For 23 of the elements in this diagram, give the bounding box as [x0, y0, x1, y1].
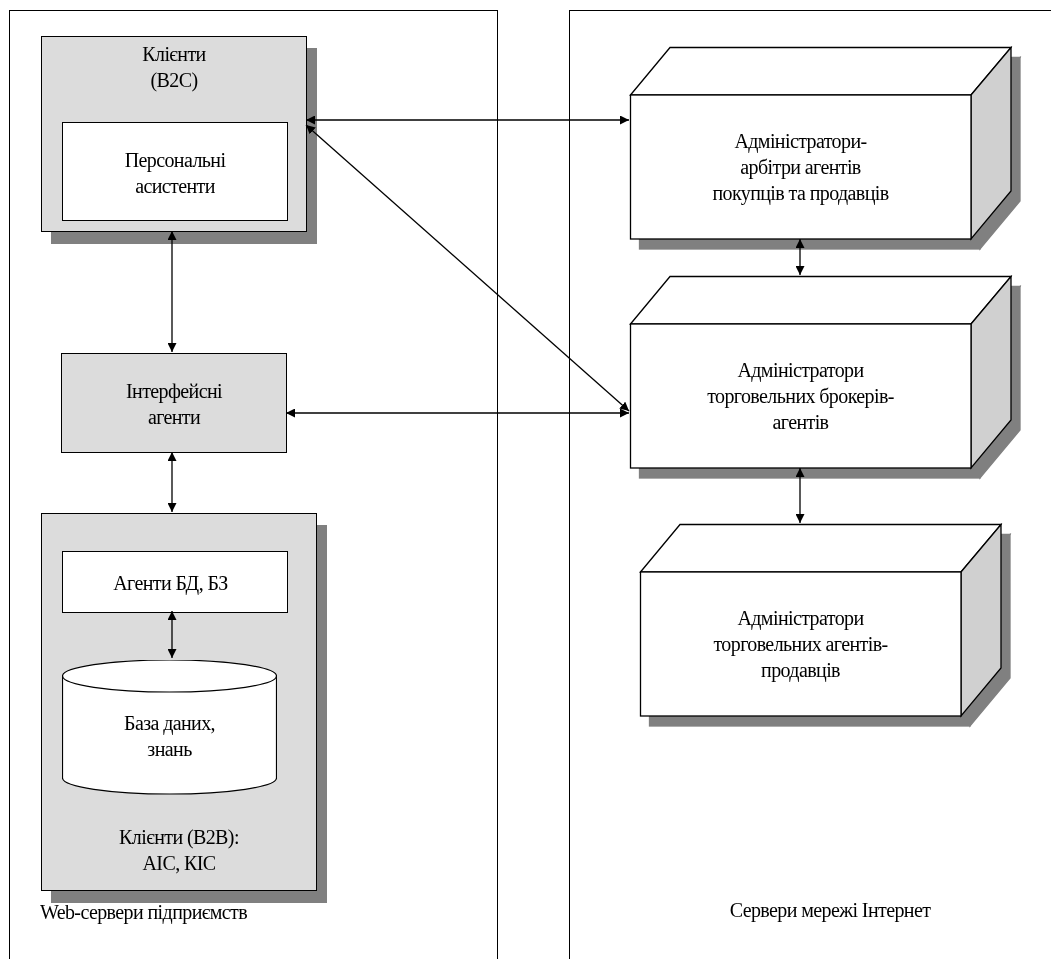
- double-arrow: [795, 467, 805, 524]
- process-box: [62, 551, 288, 613]
- double-arrow: [167, 451, 177, 513]
- node-label: База даних, знань: [123, 710, 216, 762]
- node-label: Адміністратори торговельних агентів-продавців: [712, 606, 889, 683]
- node-label: Адміністратори торговельних брокерів-агентів: [706, 358, 895, 435]
- process-box: [61, 353, 287, 453]
- server-zone-panel: [9, 10, 498, 959]
- node-label: Клієнти (B2C): [141, 42, 207, 93]
- zone-label: Сервери мережі Інтернет: [728, 898, 932, 923]
- node-label: Агенти БД, БЗ: [113, 571, 228, 596]
- double-arrow: [305, 115, 630, 125]
- zone-label: Web-сервери підприємств: [40, 900, 249, 925]
- node-label: Клієнти (B2B): АІС, КІС: [118, 825, 240, 876]
- process-box: [62, 122, 288, 221]
- node-label: Адміністратори-арбітри агентів покупців та продавців: [711, 129, 890, 206]
- node-label: Персональні асистенти: [123, 147, 227, 199]
- double-arrow: [167, 230, 177, 353]
- double-arrow: [285, 408, 630, 418]
- node-label: Інтерфейсні агенти: [124, 379, 224, 430]
- server-zone-panel: [569, 10, 1051, 959]
- double-arrow: [795, 238, 805, 276]
- double-arrow: [305, 124, 630, 412]
